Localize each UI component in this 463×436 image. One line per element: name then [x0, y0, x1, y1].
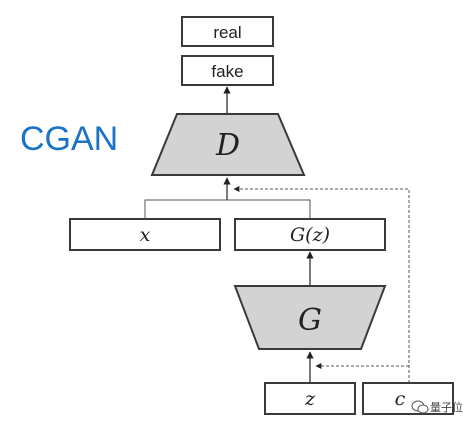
watermark-text: 量子位: [430, 400, 463, 414]
generator-block: G: [233, 285, 387, 350]
diagram-title: CGAN: [20, 120, 118, 158]
generator-label: G: [298, 303, 322, 338]
discriminator-block: D: [150, 113, 306, 176]
x-input-box: x: [69, 218, 221, 251]
c-to-d-dashed-line: [233, 186, 410, 383]
z-label: z: [304, 388, 316, 410]
c-label: c: [395, 388, 406, 410]
x-gz-merge-line: [144, 199, 311, 219]
z-input-box: z: [264, 382, 356, 415]
fake-label: fake: [211, 62, 243, 81]
fake-output-box: fake: [181, 55, 274, 86]
wechat-icon: [411, 400, 429, 414]
real-output-box: real: [181, 16, 274, 47]
x-label: x: [140, 224, 151, 246]
real-label: real: [213, 23, 241, 42]
discriminator-label: D: [215, 128, 240, 163]
gz-label: G(z): [290, 224, 330, 246]
c-input-box: c: [362, 382, 454, 415]
watermark: 量子位: [411, 400, 463, 414]
gz-output-box: G(z): [234, 218, 386, 251]
